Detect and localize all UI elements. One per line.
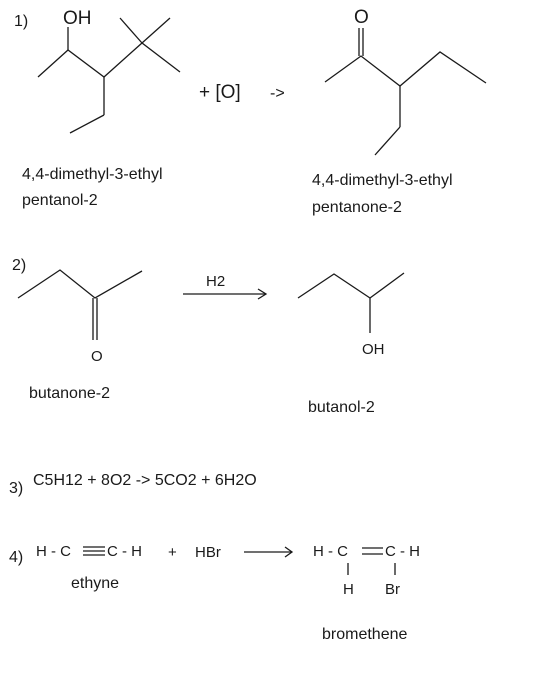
- product2-name: butanol-2: [308, 399, 375, 416]
- product2-skeleton: [297, 272, 405, 333]
- hydrogen-substituent: H: [343, 581, 354, 598]
- reaction2-number: 2): [12, 257, 27, 274]
- bromethene-right-fragment: C - H: [385, 543, 420, 560]
- bromine-substituent: Br: [385, 581, 400, 598]
- double-bond: [362, 547, 383, 555]
- reactant1-skeleton: [37, 17, 181, 134]
- reactant2-name: butanone-2: [29, 385, 110, 402]
- oxidation-reagent: + [O]: [199, 82, 241, 103]
- hydroxyl-label: OH: [362, 341, 385, 358]
- ethyne-name: ethyne: [71, 575, 120, 592]
- reaction1-number: 1): [14, 13, 29, 30]
- combustion-equation: C5H12 + 8O2 -> 5CO2 + 6H2O: [33, 472, 257, 489]
- triple-bond: [83, 546, 105, 556]
- reaction4-number: 4): [9, 549, 24, 566]
- bromethene-left-fragment: H - C: [313, 543, 348, 560]
- hbr-reagent: HBr: [195, 544, 221, 561]
- hydrogenation-arrow: [183, 288, 268, 300]
- plus-sign: +: [168, 544, 177, 561]
- oxidation-arrow: ->: [270, 85, 285, 102]
- hydrogen-reagent: H2: [206, 273, 226, 290]
- ethyne-right-fragment: C - H: [107, 543, 142, 560]
- carbonyl-oxygen-label: O: [91, 348, 103, 365]
- hydroxyl-label: OH: [63, 8, 92, 29]
- reactant1-name-line1: 4,4-dimethyl-3-ethyl: [22, 166, 163, 183]
- product1-name-line1: 4,4-dimethyl-3-ethyl: [312, 172, 453, 189]
- reactant1-name-line2: pentanol-2: [22, 192, 98, 209]
- product1-skeleton: [324, 28, 487, 156]
- substituent-bonds: [347, 563, 396, 575]
- product1-name-line2: pentanone-2: [312, 199, 402, 216]
- carbonyl-oxygen-label: O: [354, 7, 369, 28]
- addition-arrow: [244, 546, 294, 558]
- ethyne-left-fragment: H - C: [36, 543, 71, 560]
- reaction3-number: 3): [9, 480, 24, 497]
- bromethene-name: bromethene: [322, 626, 408, 643]
- reactant2-skeleton: [17, 269, 143, 340]
